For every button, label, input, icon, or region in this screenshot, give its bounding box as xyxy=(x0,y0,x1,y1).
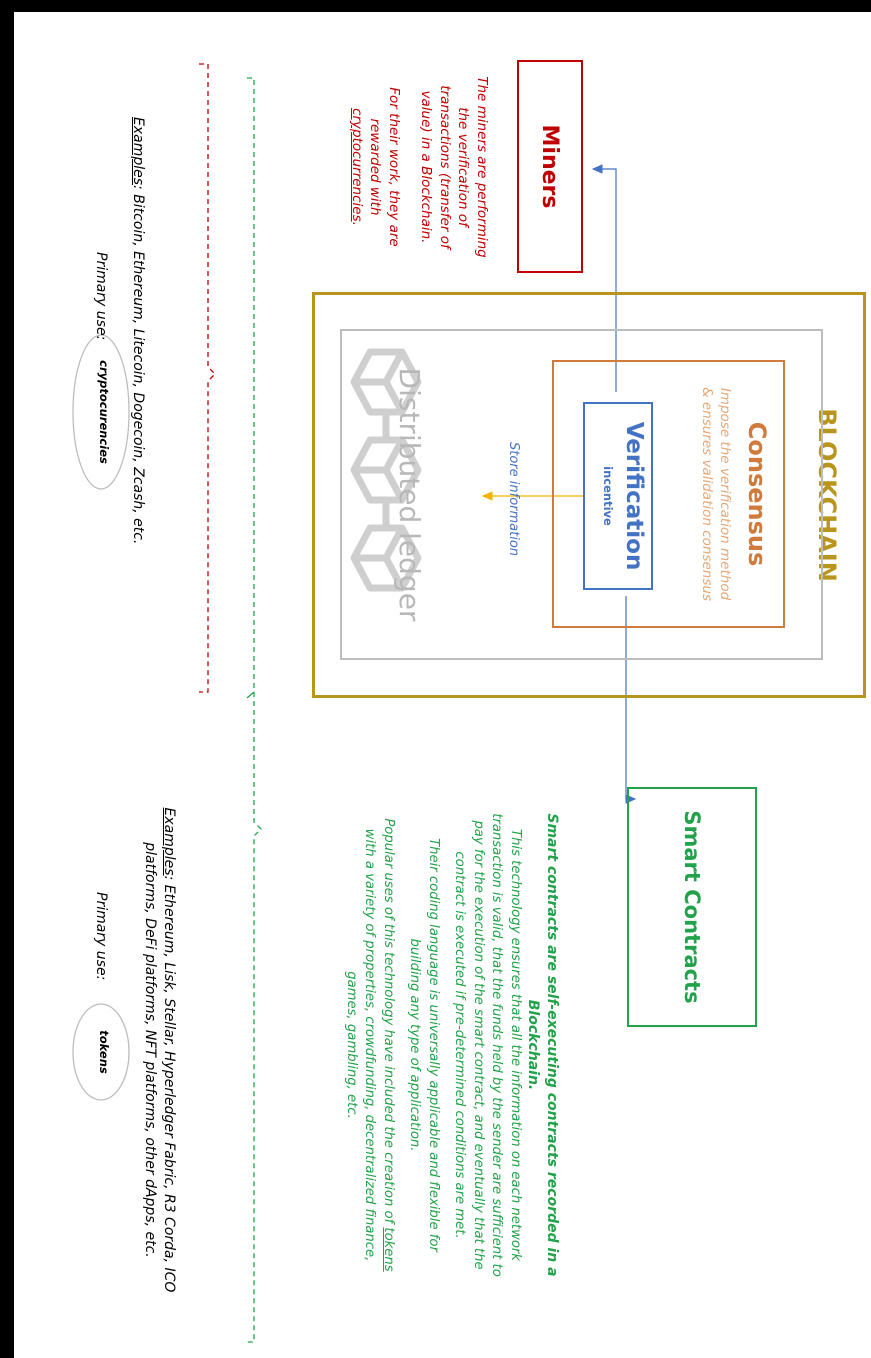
smart-para1-line-4: contract is executed if pre-determined c… xyxy=(452,851,468,1239)
smart-para3-line-3: games, gambling, etc. xyxy=(344,971,359,1119)
smart-para3-line-1: Popular uses of this technology have inc… xyxy=(381,818,396,1228)
smart-primary-use-label: Primary use: xyxy=(93,892,109,981)
miners-title: Miners xyxy=(537,124,563,209)
smart-heading-line-2: Blockchain. xyxy=(525,999,542,1091)
smart-contracts-box: Smart Contracts xyxy=(627,787,757,1027)
consensus-subtitle-2: & ensures validation consensus xyxy=(699,387,715,601)
miners-examples-label: Examples xyxy=(130,117,146,186)
miners-desc-line-4: value) in a Blockchain. xyxy=(418,90,435,244)
smart-para2-line-1: Their coding language is universally app… xyxy=(426,838,441,1252)
miners-desc-line-2: the verification of xyxy=(455,107,472,227)
miners-reward-end: . xyxy=(349,221,365,226)
smart-para3-line-2: with a variety of properties, crowdfundi… xyxy=(362,828,378,1262)
smart-contracts-title: Smart Contracts xyxy=(680,810,704,1004)
consensus-subtitle-1: Impose the verification method xyxy=(717,387,733,601)
smart-examples-label: Examples xyxy=(161,807,177,876)
smart-para1-line-3: pay for the execution of the smart contr… xyxy=(471,820,486,1270)
verification-title: Verification xyxy=(621,421,647,571)
diagram-canvas: BLOCKCHAIN Distributed ledger Consensus … xyxy=(14,12,871,1358)
smart-primary-use-value: tokens xyxy=(97,1030,111,1074)
smart-description: Smart contracts are self-executing contr… xyxy=(342,750,562,1340)
cryptocurrencies-ellipse xyxy=(72,334,130,490)
miners-examples: Examples: Bitcoin, Ethereum, Litecoin, D… xyxy=(130,117,146,637)
miners-box: Miners xyxy=(517,60,583,273)
ledger-title: Distributed ledger xyxy=(393,367,426,622)
store-information-label: Store information xyxy=(506,442,521,557)
diagram-stage: BLOCKCHAIN Distributed ledger Consensus … xyxy=(14,12,871,1358)
miners-primary-use-label: Primary use: xyxy=(93,252,109,341)
smart-heading-line-1: Smart contracts are self-executing contr… xyxy=(544,813,560,1277)
smart-examples: Examples: Ethereum, Lisk, Stellar, Hyper… xyxy=(140,750,178,1350)
ledger-chain-icon xyxy=(350,348,422,592)
smart-examples-line-2: platforms, DeFi platforms, NFT platforms… xyxy=(142,842,158,1258)
tokens-link: tokens xyxy=(381,1227,396,1272)
arrow-to-miners xyxy=(591,164,617,392)
miners-desc-line-1: The miners are performing xyxy=(474,76,490,258)
smart-contracts-brace xyxy=(246,77,262,1343)
miners-reward-line-1: For their work, they are xyxy=(386,87,402,247)
verification-incentive: incentive xyxy=(601,466,615,526)
miners-examples-text: : Bitcoin, Ethereum, Litecoin, Dogecoin,… xyxy=(130,185,146,545)
cryptocurrencies-link: cryptocurrencies xyxy=(349,108,365,222)
connectors-layer xyxy=(72,63,637,1343)
miners-description: The miners are performing the verificati… xyxy=(348,52,492,282)
smart-para1-line-2: transaction is valid, that the funds hel… xyxy=(489,813,505,1277)
miners-primary-use-value: cryptocurencies xyxy=(97,360,111,464)
miners-brace xyxy=(199,63,216,693)
smart-para1-line-1: This technology ensures that all the inf… xyxy=(508,829,523,1261)
arrow-to-smart-contracts xyxy=(625,596,637,804)
consensus-title: Consensus xyxy=(743,421,771,567)
smart-examples-line-1: : Ethereum, Lisk, Stellar, Hyperledger F… xyxy=(161,875,177,1293)
miners-reward-line-2: rewarded with xyxy=(367,118,384,216)
verification-box: Verification incentive xyxy=(583,402,653,590)
miners-desc-line-3: transactions (transfer of xyxy=(437,85,453,249)
smart-para2-line-2: building any type of application. xyxy=(407,938,423,1152)
tokens-ellipse xyxy=(72,1003,130,1101)
